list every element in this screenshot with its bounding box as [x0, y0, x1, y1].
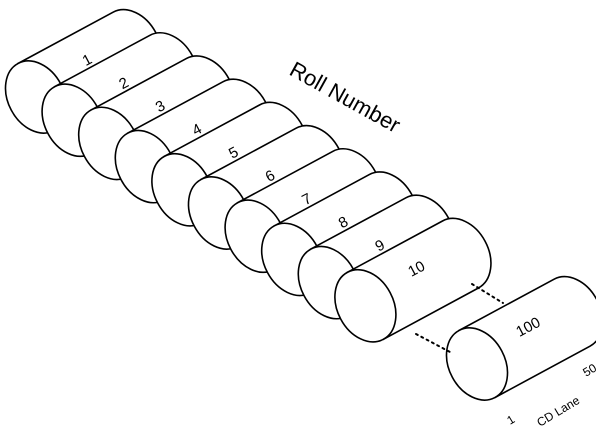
roll-end-cap: [334, 268, 397, 343]
lane-end-label: 50: [580, 361, 596, 380]
lane-start-label: 1: [504, 412, 517, 428]
continuation-dots-lower: [415, 333, 451, 353]
roll-label: 10: [405, 258, 428, 281]
lane-axis-label: CD Lane: [534, 393, 582, 429]
roll-100: 100: [445, 275, 596, 401]
roll-end-cap: [445, 327, 509, 401]
roll-10: 10: [334, 217, 492, 343]
continuation-dots-upper: [471, 283, 504, 304]
